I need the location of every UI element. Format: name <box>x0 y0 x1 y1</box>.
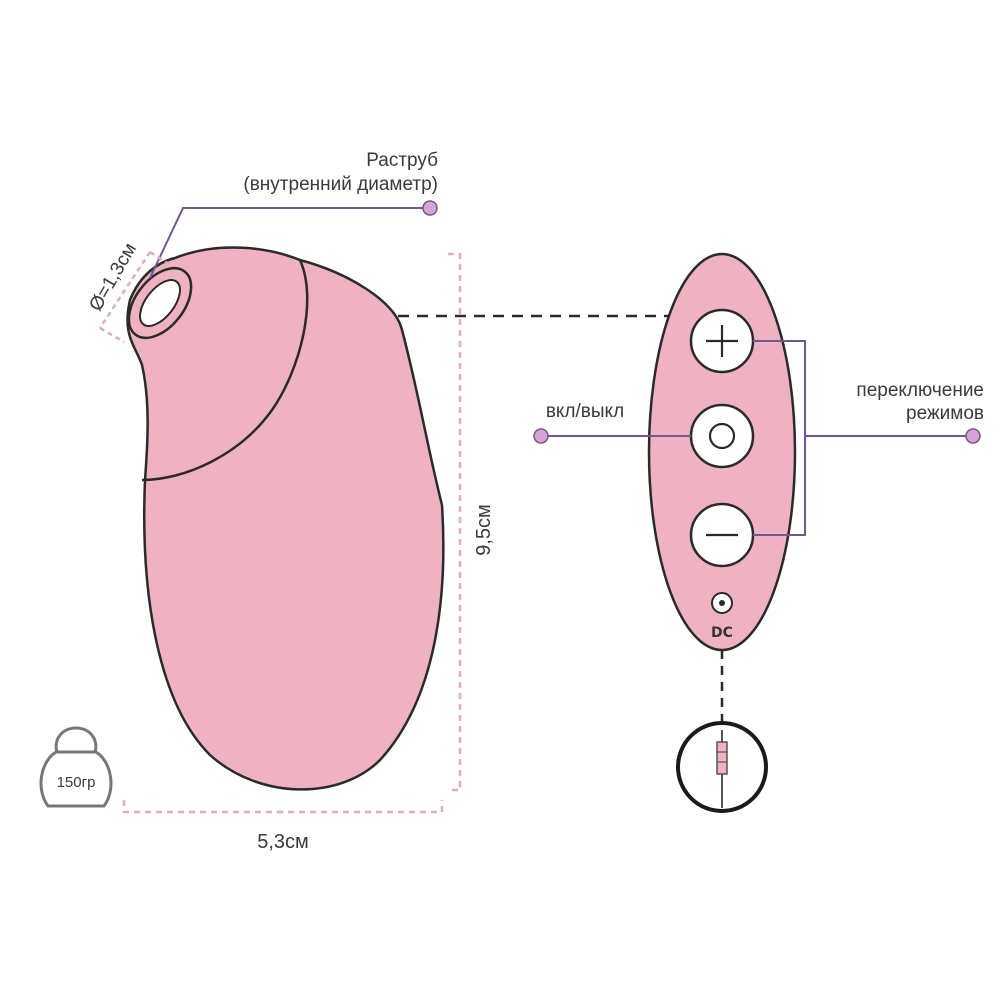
nozzle-callout-line <box>149 207 428 279</box>
weight-icon: 150гр <box>39 726 113 808</box>
height-label: 9,5см <box>473 504 495 556</box>
dc-label: DC <box>711 625 733 641</box>
modes-label-line2: режимов <box>906 403 984 424</box>
dc-port-icon <box>711 592 733 614</box>
width-dimension: 5,3см <box>122 800 444 853</box>
device-silhouette <box>126 246 445 791</box>
modes-bracket-line <box>753 340 806 536</box>
diameter-tick-top <box>149 250 173 268</box>
width-label: 5,3см <box>257 831 309 853</box>
charging-plug-icon <box>676 721 768 813</box>
modes-callout: переключение режимов <box>753 340 984 536</box>
power-callout-dot <box>533 428 549 444</box>
power-button[interactable] <box>689 403 755 469</box>
modes-label-line1: переключение <box>856 380 984 401</box>
height-bracket <box>448 252 462 792</box>
plus-button[interactable] <box>689 308 755 374</box>
nozzle-subtitle: (внутренний диаметр) <box>243 174 438 195</box>
width-bracket <box>122 800 444 814</box>
device-body <box>126 246 445 791</box>
plus-icon <box>706 325 738 357</box>
weight-body <box>39 750 113 808</box>
weight-label: 150гр <box>57 774 96 791</box>
power-ring-icon <box>708 422 736 450</box>
nozzle-opening <box>139 279 181 327</box>
power-callout: вкл/выкл <box>533 401 691 444</box>
head-seam-line <box>141 259 309 482</box>
diameter-span-line <box>98 251 152 329</box>
control-panel: DC <box>647 252 797 652</box>
nozzle-callout: Раструб (внутренний диаметр) <box>149 150 438 279</box>
diameter-tick-bottom <box>99 326 125 344</box>
power-label: вкл/выкл <box>546 401 624 422</box>
weight-handle <box>54 726 98 756</box>
height-dimension: 9,5см <box>448 252 495 792</box>
nozzle-title: Раструб <box>366 150 438 171</box>
nozzle-callout-dot <box>422 200 438 216</box>
modes-callout-dot <box>965 428 981 444</box>
minus-button[interactable] <box>689 502 755 568</box>
